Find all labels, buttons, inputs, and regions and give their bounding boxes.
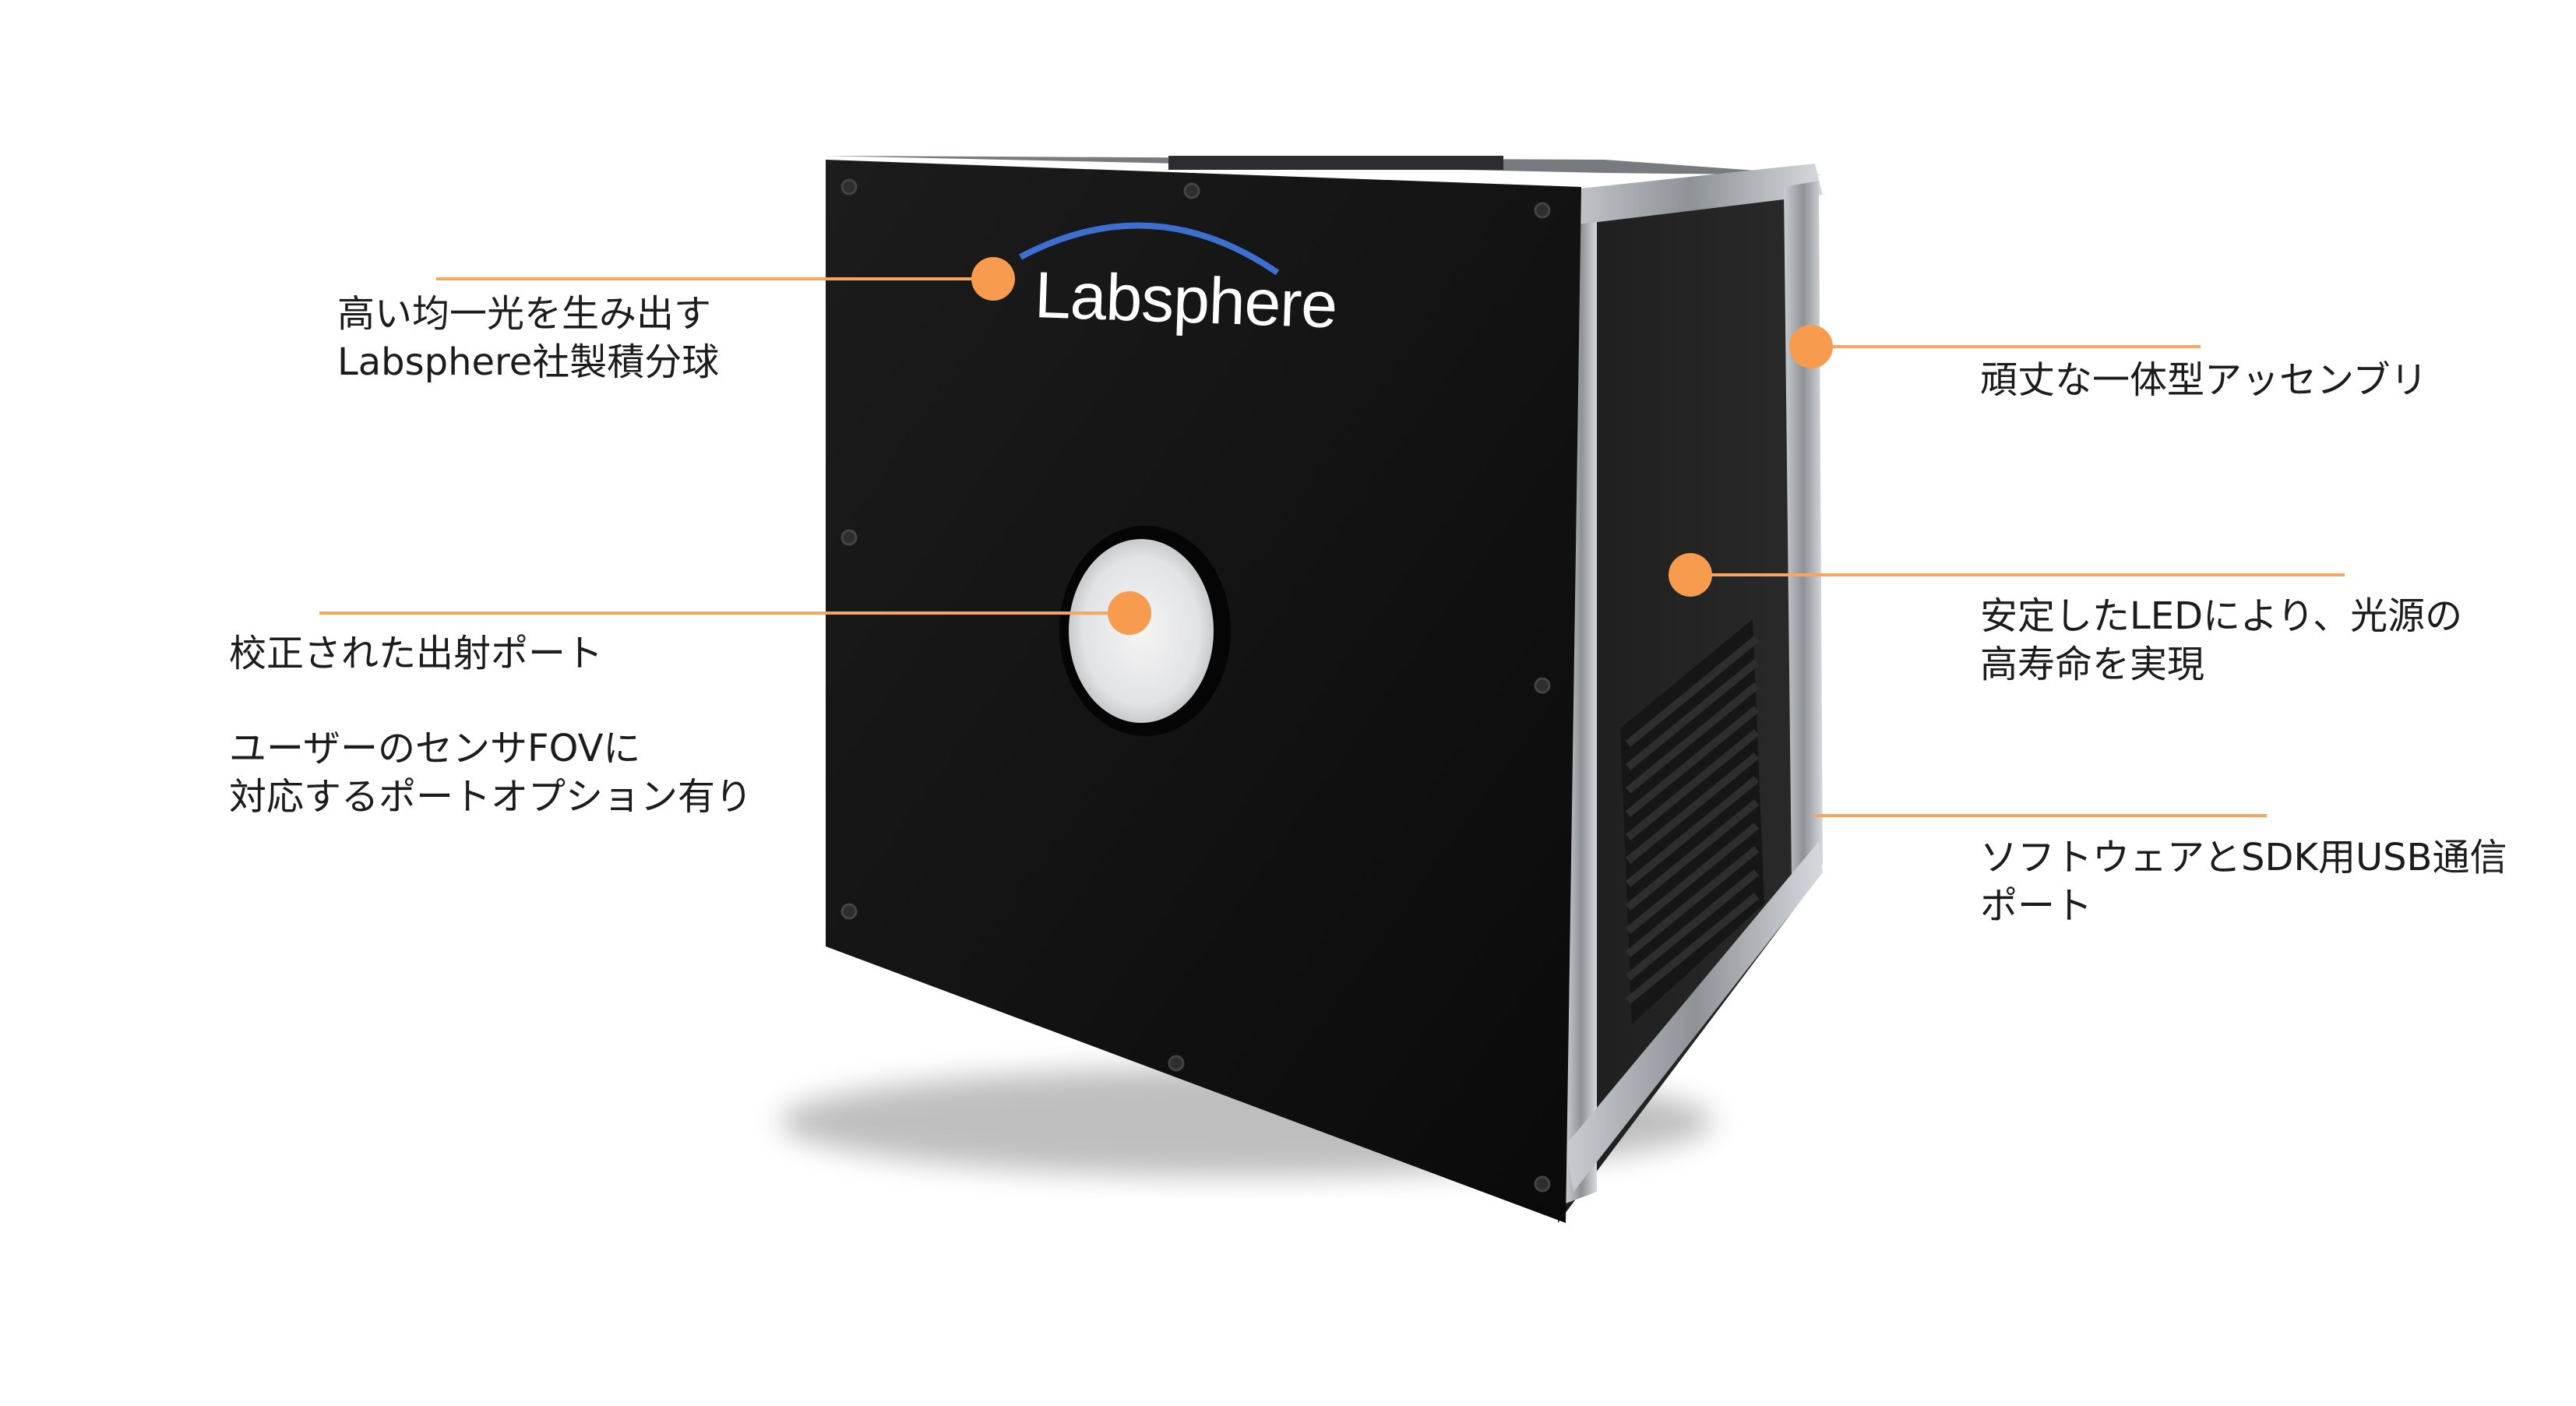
callout-dot-port	[1108, 591, 1151, 635]
callout-text: 頑丈な一体型アッセンブリ	[1980, 358, 2428, 402]
callout-dot-assembly	[1789, 325, 1833, 368]
top-vent	[1168, 156, 1503, 170]
callout-text: 安定したLEDにより、光源の	[1980, 594, 2463, 638]
callout-text: 対応するポートオプション有り	[229, 775, 753, 819]
callout-integrating-sphere: 高い均一光を生み出す Labsphere社製積分球	[337, 290, 719, 386]
callout-led: 安定したLEDにより、光源の 高寿命を実現	[1980, 592, 2462, 689]
labsphere-logo: Labsphere	[1033, 257, 1338, 342]
callout-exit-port: 校正された出射ポート	[229, 629, 603, 678]
callout-text: 校正された出射ポート	[229, 632, 604, 675]
callout-assembly: 頑丈な一体型アッセンブリ	[1980, 356, 2428, 404]
callout-dot-led	[1669, 553, 1712, 597]
callout-usb-port: ソフトウェアとSDK用USB通信 ポート	[1980, 833, 2507, 930]
callout-text: Labsphere社製積分球	[337, 340, 720, 384]
side-frame-top	[1558, 164, 1823, 226]
callout-text: ユーザーのセンサFOVに	[229, 727, 641, 770]
callout-dot-sphere	[971, 257, 1015, 301]
callout-text: 高寿命を実現	[1980, 643, 2205, 686]
vent-slats	[1625, 636, 1760, 1004]
logo-arc	[1019, 222, 1280, 276]
screws	[840, 178, 1551, 1193]
callout-text: 高い均一光を生み出す	[337, 292, 712, 336]
callout-text: ポート	[1980, 884, 2093, 928]
callout-fov-option: ユーザーのセンサFOVに 対応するポートオプション有り	[229, 724, 752, 821]
callout-text: ソフトウェアとSDK用USB通信	[1980, 836, 2507, 879]
side-frame-bottom	[1566, 841, 1823, 1192]
